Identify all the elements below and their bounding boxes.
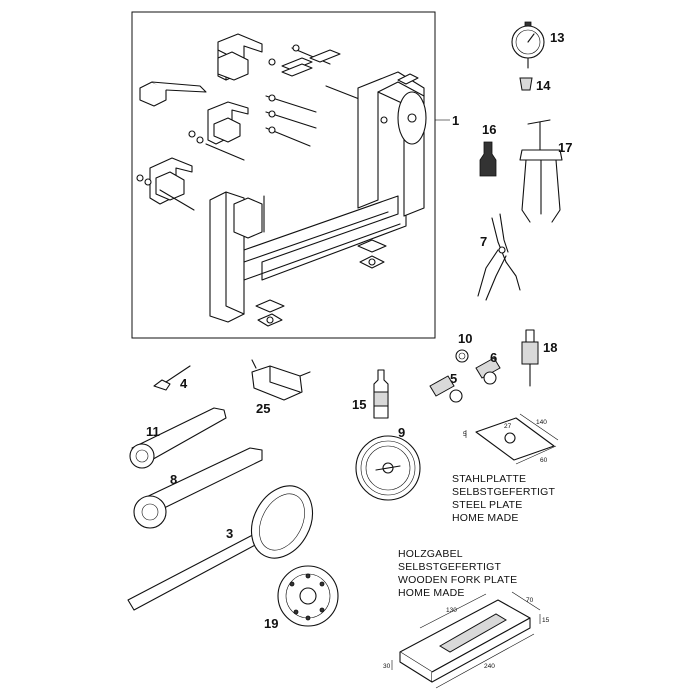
callout-17: 17	[558, 140, 572, 155]
mounting-bracket-lower	[149, 157, 193, 205]
steel-plate-dim-thickness: 5	[463, 431, 467, 438]
fork-plate-dim-b: 240	[484, 663, 495, 670]
circlip-pliers: 7	[477, 213, 521, 301]
holding-wrench-11: 11	[129, 407, 227, 469]
steel-plate-drawing: 5 140 60 27	[463, 413, 559, 465]
callout-25: 25	[256, 401, 270, 416]
lubricant-bottle: 15	[352, 369, 389, 419]
three-jaw-puller: 17	[519, 119, 572, 223]
steel-plate-note: STAHLPLATTE SELBSTGEFERTIGT STEEL PLATE …	[452, 473, 556, 524]
steel-plate-line-3: STEEL PLATE	[452, 499, 522, 511]
clutch-holder-3: 3	[127, 485, 314, 611]
clamp-plates	[281, 49, 341, 77]
fork-plate-line-3: WOODEN FORK PLATE	[398, 574, 517, 586]
callout-10: 10	[458, 331, 472, 346]
callout-8: 8	[170, 472, 177, 487]
fork-plate-line-4: HOME MADE	[398, 587, 465, 599]
engine-stand-assembly: 1	[131, 11, 459, 339]
callout-1: 1	[452, 113, 459, 128]
assembly-frame-border	[131, 11, 436, 339]
steel-plate-line-1: STAHLPLATTE	[452, 473, 526, 485]
steel-plate-dim-length: 140	[536, 419, 547, 426]
callout-16: 16	[482, 122, 496, 137]
mounting-bracket-middle	[207, 101, 249, 145]
callout-7: 7	[480, 234, 487, 249]
steel-plate-line-4: HOME MADE	[452, 512, 519, 524]
callout-5: 5	[450, 371, 457, 386]
fork-plate-dim-c: 70	[526, 597, 534, 604]
bushing: 10	[455, 331, 472, 363]
callout-14: 14	[536, 78, 551, 93]
callout-18: 18	[543, 340, 557, 355]
callout-19: 19	[264, 616, 278, 631]
gauge-adapter: 14	[519, 77, 551, 93]
fork-plate-line-2: SELBSTGEFERTIGT	[398, 561, 502, 573]
stand-frame	[209, 71, 427, 323]
fork-tool-25: 25	[251, 359, 311, 416]
dial-gauge: 13	[511, 21, 564, 69]
stand-feet	[255, 239, 387, 327]
mounting-bracket-left	[139, 81, 207, 107]
callout-4: 4	[180, 376, 188, 391]
flywheel-tool-19: 19	[264, 565, 339, 631]
callout-15: 15	[352, 397, 366, 412]
steel-plate-dim-hole: 27	[504, 423, 512, 430]
degree-disc: 9	[355, 425, 421, 501]
tool-insert-5: 5	[429, 371, 463, 403]
callout-3: 3	[226, 526, 233, 541]
slide-hammer: 18	[521, 329, 557, 387]
callout-6: 6	[490, 350, 497, 365]
fork-plate-note: HOLZGABEL SELBSTGEFERTIGT WOODEN FORK PL…	[398, 548, 517, 599]
sealant-bottle: 16	[479, 122, 496, 177]
fork-plate-dim-e: 30	[383, 663, 391, 670]
steel-plate-dim-width: 60	[540, 457, 548, 464]
holding-wrench-8: 8	[133, 447, 263, 529]
fork-plate-line-1: HOLZGABEL	[398, 548, 463, 560]
tool-insert-6: 6	[475, 350, 501, 385]
fork-plate-dim-a: 130	[446, 607, 457, 614]
callout-9: 9	[398, 425, 405, 440]
steel-plate-line-2: SELBSTGEFERTIGT	[452, 486, 556, 498]
fork-plate-dim-d: 15	[542, 617, 550, 624]
callout-13: 13	[550, 30, 564, 45]
mounting-bracket-top	[217, 33, 263, 81]
feeler-tool: 4	[153, 365, 191, 391]
fork-plate-drawing: 130 240 70 15 30	[383, 591, 550, 689]
callout-11: 11	[146, 424, 160, 439]
